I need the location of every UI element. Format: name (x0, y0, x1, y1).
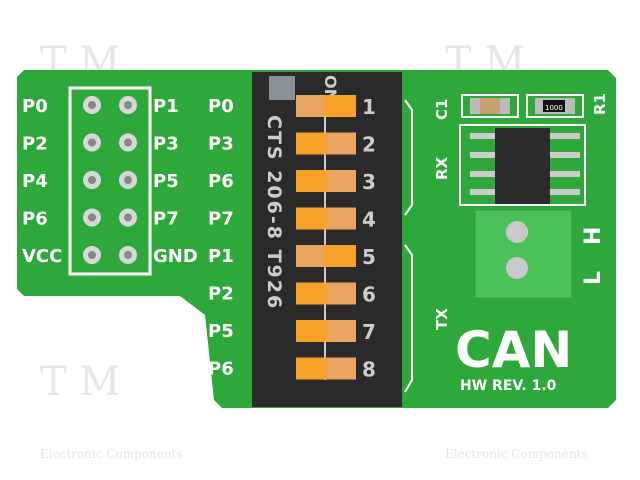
screw-h[interactable] (506, 221, 528, 243)
pin-label-right: GND (153, 246, 198, 267)
l-label: L (581, 271, 606, 285)
port-label: P5 (208, 321, 234, 342)
switch-number: 8 (362, 358, 376, 382)
screw-l[interactable] (506, 257, 528, 279)
switch-toggle-1[interactable] (325, 95, 356, 117)
switch-marker (269, 76, 295, 100)
board-title: CAN (455, 321, 572, 379)
switch-number: 6 (362, 283, 376, 307)
port-label: P1 (208, 246, 234, 267)
switch-number: 7 (362, 320, 376, 344)
switch-toggle-8[interactable] (296, 357, 327, 380)
switch-toggle-6[interactable] (296, 282, 327, 305)
switch-toggle-3[interactable] (296, 170, 327, 192)
pin-label-right: P5 (153, 171, 179, 192)
capacitor-c1 (480, 98, 500, 114)
pin-label-left: P2 (22, 134, 48, 155)
pin-header (83, 96, 137, 264)
switch-number: 2 (362, 133, 376, 157)
pin-label-right: P1 (153, 96, 179, 117)
port-label: P2 (208, 284, 234, 305)
r1-label: R1 (591, 93, 609, 115)
tx-label: TX (433, 308, 451, 330)
watermark-caption: Electronic Components (40, 447, 183, 461)
port-label: P3 (208, 134, 234, 155)
hw-revision: HW REV. 1.0 (460, 378, 557, 394)
resistor-r1 (543, 100, 565, 112)
port-label: P7 (208, 209, 234, 230)
switch-toggle-7[interactable] (296, 320, 327, 342)
switch-number: 5 (362, 245, 376, 269)
pin-label-left: P0 (22, 96, 48, 117)
can-transceiver-chip (495, 128, 550, 204)
pin-label-left: P4 (22, 171, 48, 192)
pin-label-right: P7 (153, 209, 179, 230)
pin-label-left: VCC (22, 246, 62, 267)
pin-label-right: P3 (153, 134, 179, 155)
svg-text:T M: T M (40, 359, 120, 405)
port-label: P6 (208, 359, 234, 380)
dip-switch[interactable] (252, 72, 402, 407)
pin-header-outline (68, 86, 152, 276)
port-label: P6 (208, 171, 234, 192)
pin-label-left: P6 (22, 209, 48, 230)
c1-label: C1 (433, 99, 451, 120)
rx-label: RX (433, 156, 451, 180)
switch-toggle-2[interactable] (296, 132, 327, 155)
port-label: P0 (208, 96, 234, 117)
switch-number: 3 (362, 170, 376, 194)
svg-text:Electronic Components: Electronic Components (445, 447, 588, 461)
switch-number: 1 (362, 95, 376, 119)
resistor-marking: 1000 (545, 104, 563, 112)
h-label: H (581, 227, 606, 245)
switch-toggle-4[interactable] (296, 207, 327, 230)
switch-maker-text: CTS 206-8 T926 (263, 115, 285, 310)
switch-toggle-5[interactable] (325, 245, 356, 267)
switch-number: 4 (362, 208, 376, 232)
